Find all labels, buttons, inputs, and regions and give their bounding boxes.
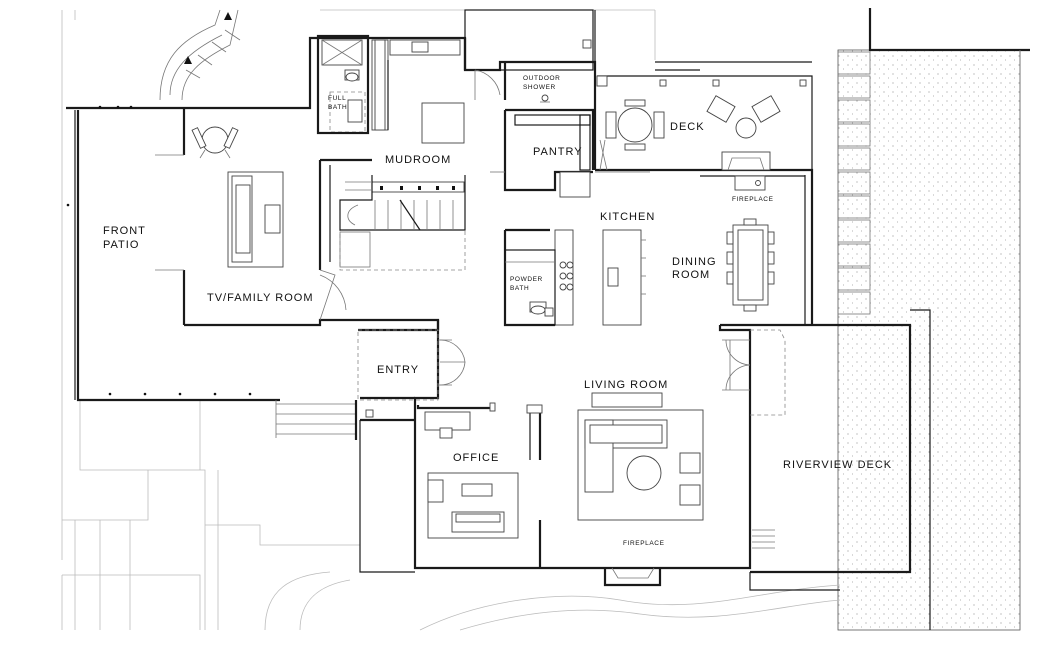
label-pantry: PANTRY: [533, 146, 583, 158]
label-office: OFFICE: [453, 452, 499, 464]
site-lines-west: [61, 9, 656, 630]
label-powder-bath-line1: POWDER: [510, 276, 543, 283]
curved-walkway: [159, 9, 241, 101]
label-dining-room-line2: ROOM: [672, 269, 710, 281]
tv-room-furniture: [155, 126, 347, 321]
entry-steps: [275, 400, 356, 438]
property-boundary: [868, 8, 1030, 52]
staircase: [339, 175, 466, 268]
label-dining-room-line1: DINING: [672, 256, 717, 268]
deck-furniture: [605, 79, 807, 171]
river-bank-stipple: [837, 49, 1021, 631]
label-living-room: LIVING ROOM: [584, 379, 668, 391]
entry-doors: [365, 339, 466, 418]
label-riverview-deck: RIVERVIEW DECK: [783, 459, 892, 471]
pantry-fixtures: [490, 39, 650, 198]
label-outdoor-shower-line1: OUTDOOR: [523, 75, 560, 82]
office-furniture: [424, 402, 519, 539]
label-tv-family-room: TV/FAMILY ROOM: [207, 292, 314, 304]
front-patio: [66, 105, 358, 440]
label-full-bath-line1: FULL: [328, 95, 346, 102]
room-labels: FRONT PATIO TV/FAMILY ROOM FULL BATH MUD…: [103, 75, 892, 547]
label-front-patio-line2: PATIO: [103, 239, 139, 251]
label-fireplace-dining: FIREPLACE: [732, 196, 774, 203]
label-entry: ENTRY: [377, 364, 419, 376]
mudroom-fixtures: [318, 39, 501, 270]
label-kitchen: KITCHEN: [600, 211, 655, 223]
garden-path-curve: [419, 584, 841, 631]
label-front-patio-line1: FRONT: [103, 225, 146, 237]
label-mudroom: MUDROOM: [385, 154, 451, 166]
label-outdoor-shower-line2: SHOWER: [523, 84, 556, 91]
kitchen-fixtures: [503, 228, 646, 327]
label-deck: DECK: [670, 121, 705, 133]
label-full-bath-line2: BATH: [328, 104, 347, 111]
riverview-deck-boards: [837, 51, 871, 315]
site-landscape: [61, 8, 1030, 631]
label-fireplace-living: FIREPLACE: [623, 540, 665, 547]
dining-furniture: [726, 175, 775, 312]
living-furniture: [526, 339, 775, 549]
label-powder-bath-line2: BATH: [510, 285, 529, 292]
